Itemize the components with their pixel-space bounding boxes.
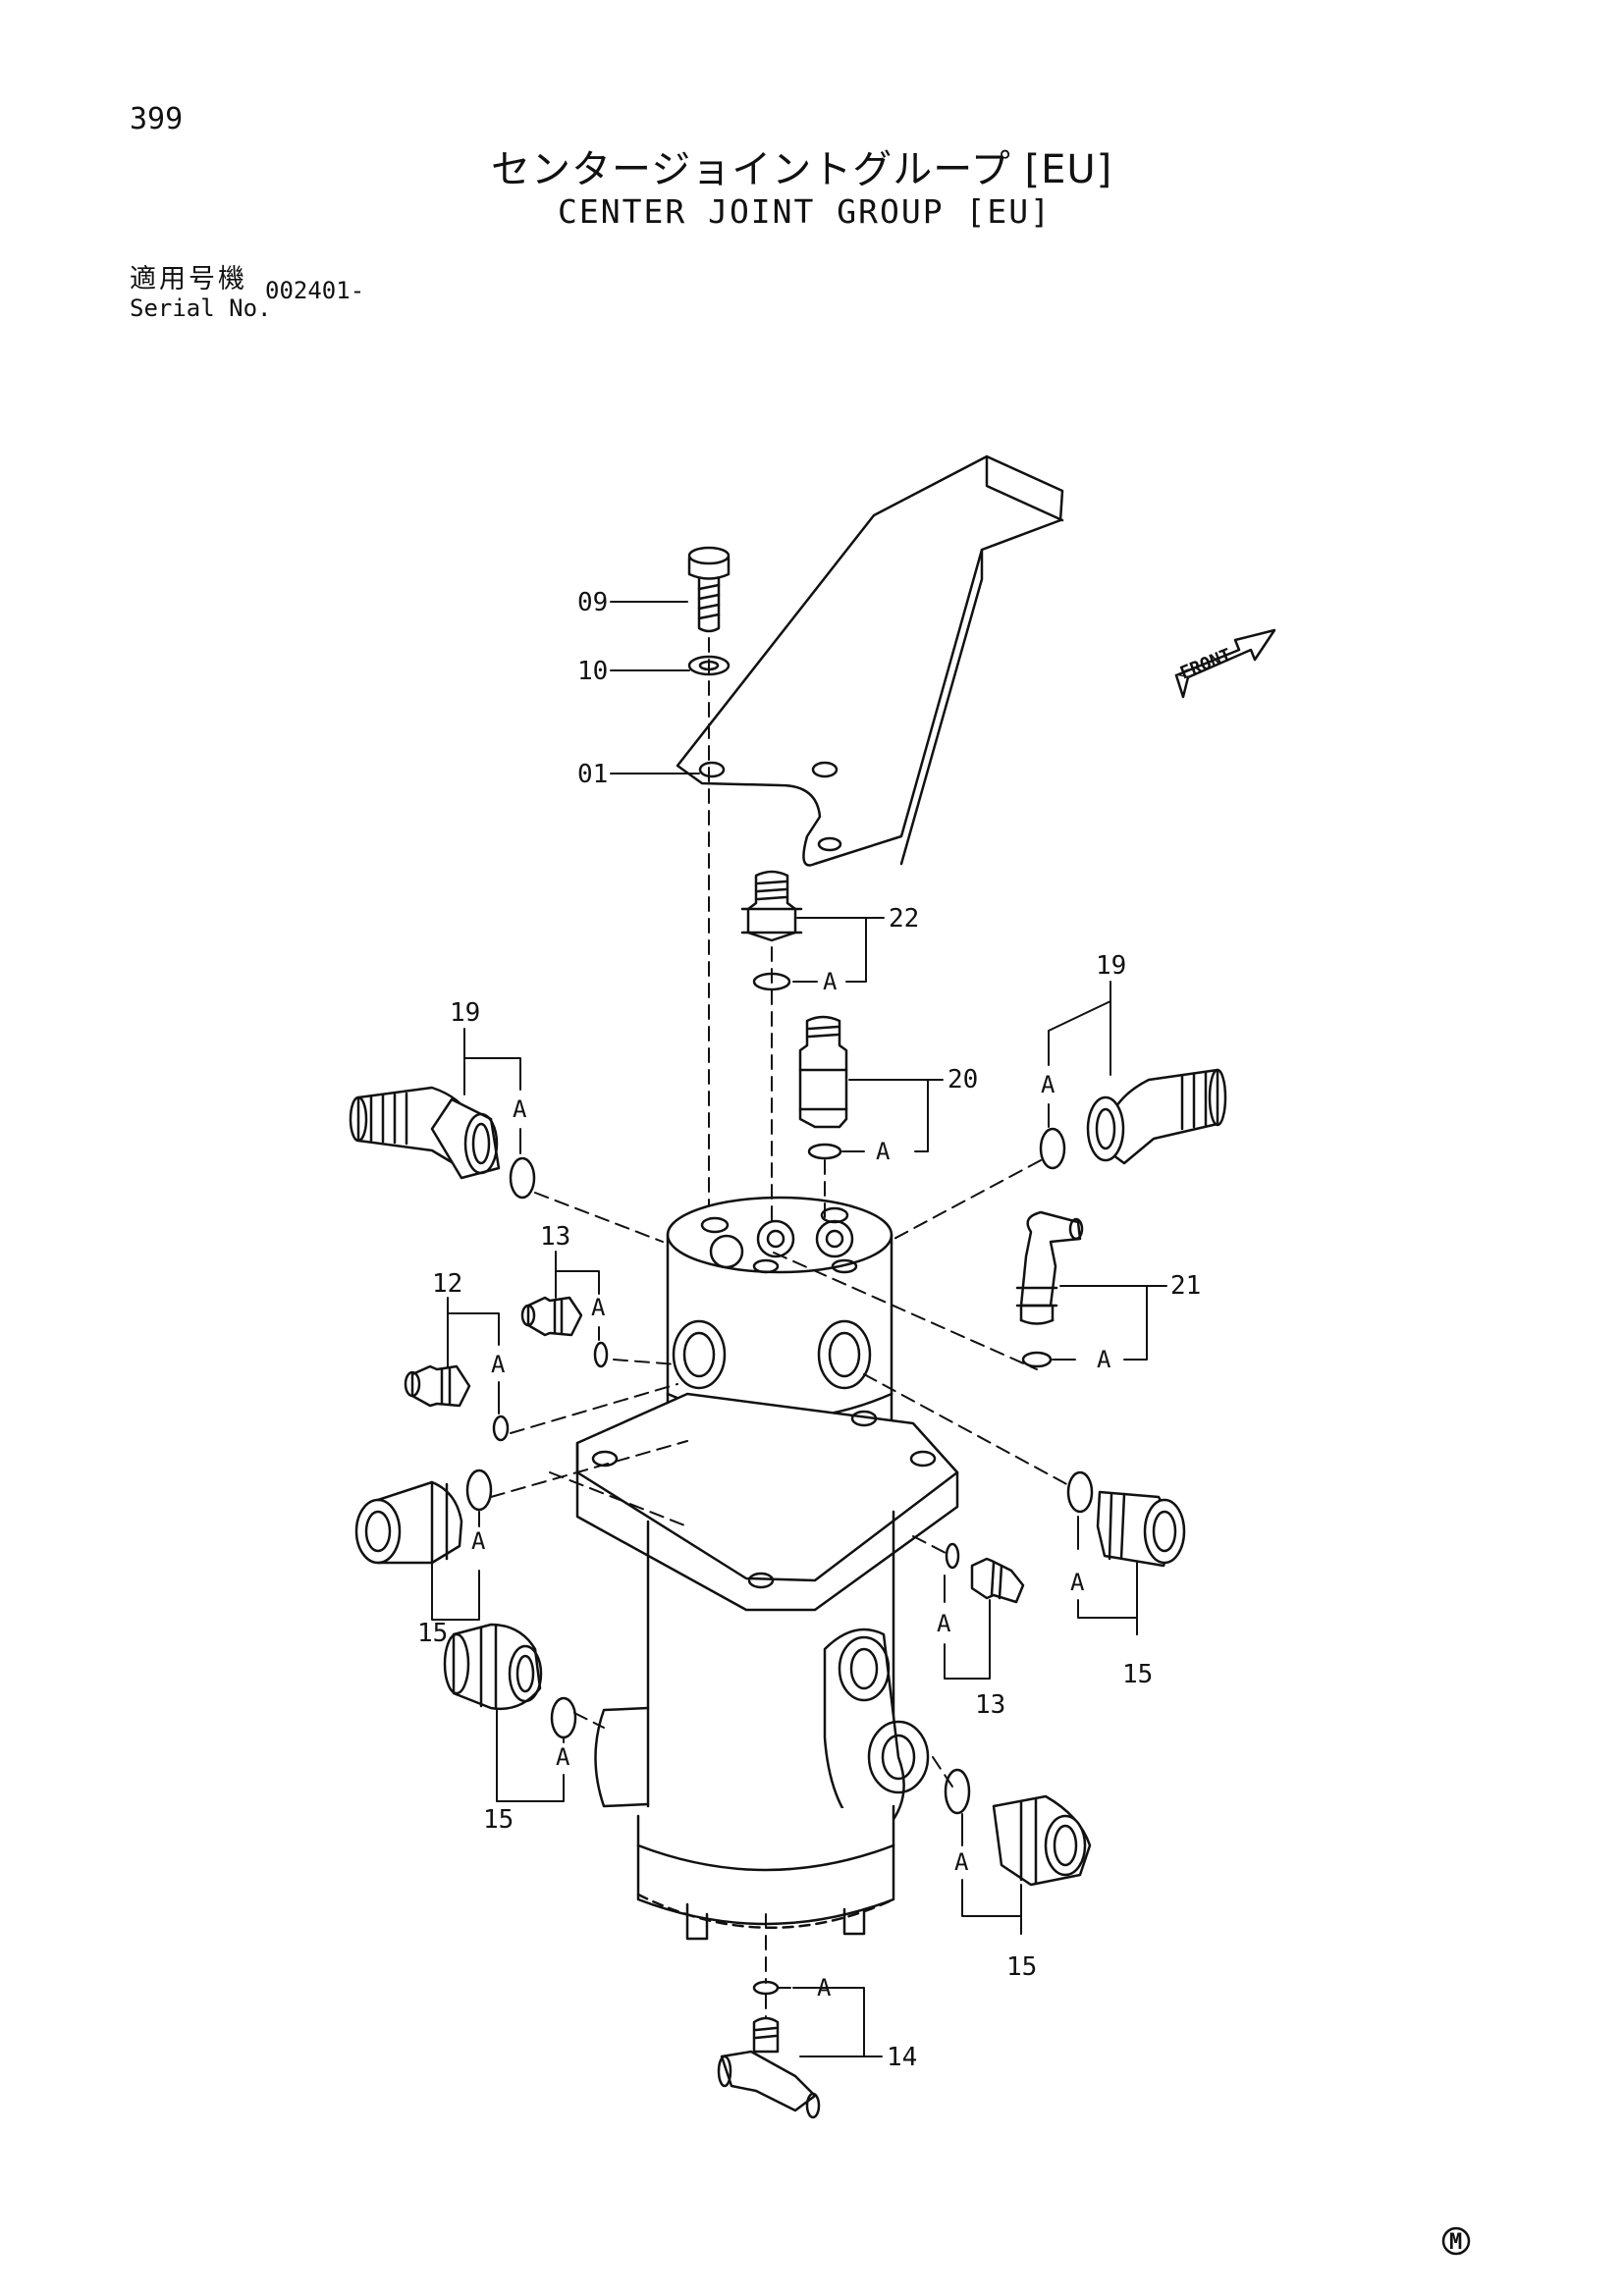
serial-number-value: 002401- bbox=[265, 277, 365, 304]
fitting-part-20 bbox=[798, 1015, 848, 1160]
bolt-part-09 bbox=[687, 546, 731, 633]
bracket-part-01 bbox=[676, 454, 1064, 867]
callout-12: 12 bbox=[432, 1269, 462, 1299]
callout-15-lower-left: 15 bbox=[483, 1805, 514, 1835]
callout-01: 01 bbox=[577, 760, 608, 789]
fitting-part-13-left bbox=[520, 1296, 609, 1368]
a-marker: A bbox=[591, 1294, 606, 1321]
callout-19-right: 19 bbox=[1096, 951, 1126, 981]
exploded-axis-lines bbox=[490, 946, 1073, 2018]
tee-fitting-part-14 bbox=[717, 1980, 821, 2119]
a-marker: A bbox=[1041, 1071, 1056, 1098]
callout-22: 22 bbox=[889, 904, 919, 934]
fitting-part-13-right bbox=[945, 1542, 1025, 1604]
a-marker: A bbox=[823, 968, 838, 995]
a-marker: A bbox=[937, 1610, 951, 1637]
center-joint-body bbox=[575, 1196, 959, 1941]
callout-13-right: 13 bbox=[975, 1690, 1005, 1720]
elbow-fitting-19-left bbox=[349, 1086, 536, 1200]
fitting-part-22 bbox=[740, 870, 803, 991]
callout-14: 14 bbox=[887, 2043, 917, 2072]
fitting-part-12 bbox=[404, 1364, 510, 1442]
callout-09: 09 bbox=[577, 588, 608, 617]
a-marker: A bbox=[876, 1138, 891, 1165]
callout-15-upper-left: 15 bbox=[417, 1619, 448, 1648]
serial-label-english: Serial No. bbox=[130, 294, 272, 322]
page-title-english: CENTER JOINT GROUP [EU] bbox=[558, 192, 1052, 231]
callout-15-lower-right: 15 bbox=[1006, 1952, 1037, 1982]
a-marker: A bbox=[513, 1095, 527, 1123]
a-marker: A bbox=[1070, 1569, 1085, 1596]
a-marker: A bbox=[471, 1527, 486, 1555]
callout-10: 10 bbox=[577, 657, 608, 686]
a-marker: A bbox=[1097, 1346, 1111, 1373]
a-marker: A bbox=[954, 1848, 969, 1876]
circled-m-letter: M bbox=[1449, 2230, 1462, 2255]
adapter-fitting-15-lower-left bbox=[443, 1623, 577, 1739]
circled-m-mark: M bbox=[1441, 2226, 1471, 2256]
a-marker: A bbox=[491, 1351, 506, 1378]
elbow-fitting-part-21 bbox=[1015, 1210, 1084, 1368]
adapter-fitting-15-upper-left bbox=[354, 1468, 493, 1565]
callout-19-left: 19 bbox=[450, 998, 480, 1028]
elbow-fitting-19-right bbox=[1039, 1068, 1227, 1170]
callout-21: 21 bbox=[1170, 1271, 1201, 1301]
front-direction-arrow: FRONT bbox=[1174, 628, 1276, 699]
a-marker: A bbox=[817, 1974, 832, 2002]
adapter-fitting-15-lower-right bbox=[944, 1768, 1092, 1887]
front-label: FRONT bbox=[1177, 645, 1234, 684]
callout-20: 20 bbox=[947, 1065, 978, 1095]
page-title-japanese: センタージョイントグループ [EU] bbox=[491, 147, 1113, 192]
adapter-fitting-15-upper-right bbox=[1066, 1470, 1186, 1568]
callout-15-upper-right: 15 bbox=[1122, 1660, 1153, 1689]
leader-lines bbox=[431, 601, 1167, 2057]
callout-13-left: 13 bbox=[540, 1222, 570, 1252]
a-marker: A bbox=[556, 1743, 570, 1771]
serial-label-japanese: 適用号機 bbox=[130, 264, 247, 294]
page-number: 399 bbox=[130, 102, 184, 136]
